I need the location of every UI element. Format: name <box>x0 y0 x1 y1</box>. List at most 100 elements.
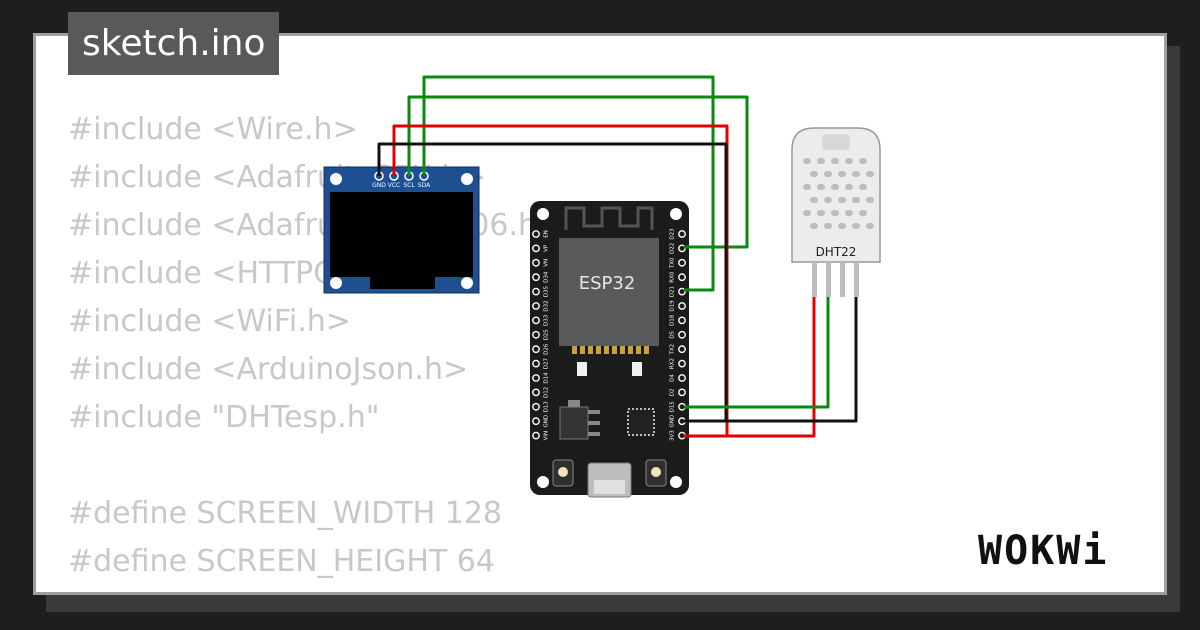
esp32-pin[interactable] <box>678 287 686 296</box>
esp32-pin[interactable] <box>532 402 540 411</box>
esp32-pin[interactable] <box>532 431 540 440</box>
esp32-pin[interactable] <box>678 302 686 310</box>
esp32-pin-label: EN <box>544 230 550 238</box>
usb-uart-chip <box>627 408 655 436</box>
sensor-vent <box>803 184 811 190</box>
mount-hole <box>461 173 473 185</box>
code-listing: #include <Wire.h>#include <Adafruit_GFX.… <box>68 106 1157 592</box>
button-cap <box>558 467 568 477</box>
voltage-regulator <box>559 406 589 440</box>
esp32-pin-label: D2 <box>670 389 676 397</box>
wire-dht-vcc[interactable] <box>684 297 816 438</box>
module-pad <box>612 346 617 354</box>
sensor-vent <box>866 223 874 229</box>
esp32-pin-label: D35 <box>544 285 550 297</box>
esp32-pin[interactable] <box>532 316 540 325</box>
esp32-pin-label: TX0 <box>670 257 676 269</box>
dht22-sensor[interactable]: DHT22 <box>791 127 881 297</box>
sensor-vent <box>866 197 874 203</box>
esp32-pin-label: D21 <box>670 286 676 297</box>
code-line: #define SCREEN_WIDTH 128 <box>68 496 503 531</box>
sensor-vent <box>852 171 860 177</box>
esp32-pin[interactable] <box>532 359 540 368</box>
regulator-lead <box>588 432 600 436</box>
esp32-board[interactable]: ESP32 ENVPVND34D35D32D33D25D26D27D14D12D… <box>530 201 689 498</box>
esp32-pin[interactable] <box>532 273 540 282</box>
esp32-pin-label: D14 <box>544 372 550 384</box>
esp32-pin[interactable] <box>532 287 540 296</box>
sensor-vent <box>866 171 874 177</box>
esp32-pin[interactable] <box>678 330 686 339</box>
esp32-pin[interactable] <box>532 345 540 354</box>
oled-screen <box>330 192 473 277</box>
esp32-pin[interactable] <box>532 244 540 253</box>
wire-dht-gnd[interactable] <box>684 297 858 423</box>
esp32-pin[interactable] <box>678 230 686 238</box>
oled-pin-label: GND <box>372 182 386 189</box>
sensor-vent <box>859 158 867 164</box>
regulator-lead <box>588 421 600 425</box>
oled-ribbon <box>370 277 435 289</box>
sensor-vent <box>817 210 825 216</box>
oled-pin-label: SDA <box>418 182 431 189</box>
sensor-vent <box>831 158 839 164</box>
esp32-pin-label: D12 <box>544 387 550 398</box>
regulator-lead <box>588 410 600 414</box>
esp32-pin[interactable] <box>532 374 540 382</box>
wire-sda[interactable] <box>422 75 715 292</box>
sensor-vent <box>824 171 832 177</box>
sensor-vent <box>803 158 811 164</box>
sensor-vent <box>845 158 853 164</box>
esp32-pin[interactable] <box>532 330 540 339</box>
sensor-vent <box>859 210 867 216</box>
sensor-vent <box>838 171 846 177</box>
smd-component <box>632 362 642 376</box>
esp32-pin-label: D18 <box>670 314 676 326</box>
module-pad <box>636 346 641 354</box>
esp32-pin-label: D26 <box>544 343 550 355</box>
module-pad <box>604 346 609 354</box>
module-pad <box>588 346 593 354</box>
esp32-pin-label: D34 <box>544 271 550 283</box>
module-pad <box>580 346 585 354</box>
antenna-trace <box>564 206 654 230</box>
esp32-pin[interactable] <box>532 388 540 397</box>
esp32-pin[interactable] <box>678 316 686 325</box>
esp32-pin-label: D33 <box>544 314 550 326</box>
esp32-pin-label: D25 <box>544 329 550 341</box>
wire-dht-data[interactable] <box>684 297 830 409</box>
code-line: #define SCREEN_HEIGHT 64 <box>68 544 495 579</box>
module-pad <box>628 346 633 354</box>
sensor-vent <box>831 210 839 216</box>
code-line: #include "DHTesp.h" <box>68 400 380 435</box>
sensor-vent <box>845 184 853 190</box>
esp32-pin[interactable] <box>532 302 540 310</box>
esp32-pin-label: D19 <box>670 300 676 312</box>
wokwi-logo: WOKWi <box>978 528 1108 574</box>
esp32-pin[interactable] <box>532 417 540 426</box>
mount-hole <box>537 476 549 488</box>
sketch-title-tab[interactable]: sketch.ino <box>68 12 280 75</box>
code-line: #include <WiFi.h> <box>68 304 351 339</box>
esp32-pin[interactable] <box>678 258 686 267</box>
module-pad <box>596 346 601 354</box>
esp32-pin[interactable] <box>532 230 540 238</box>
sensor-leg <box>826 262 831 297</box>
esp32-pin[interactable] <box>678 345 686 354</box>
usb-port-opening <box>594 480 625 494</box>
esp32-pin-label: D13 <box>544 401 550 413</box>
sensor-vent <box>810 171 818 177</box>
esp32-pin[interactable] <box>678 359 686 368</box>
code-line: #include <ArduinoJson.h> <box>68 352 469 387</box>
esp32-pin-label: D22 <box>670 243 676 254</box>
esp32-pin[interactable] <box>678 388 686 397</box>
esp32-pin[interactable] <box>678 374 686 382</box>
sensor-vent <box>824 197 832 203</box>
smd-component <box>577 362 587 376</box>
sensor-vent <box>845 210 853 216</box>
esp32-pin[interactable] <box>678 273 686 282</box>
esp32-pin[interactable] <box>532 258 540 267</box>
oled-pin-label: VCC <box>388 182 400 189</box>
